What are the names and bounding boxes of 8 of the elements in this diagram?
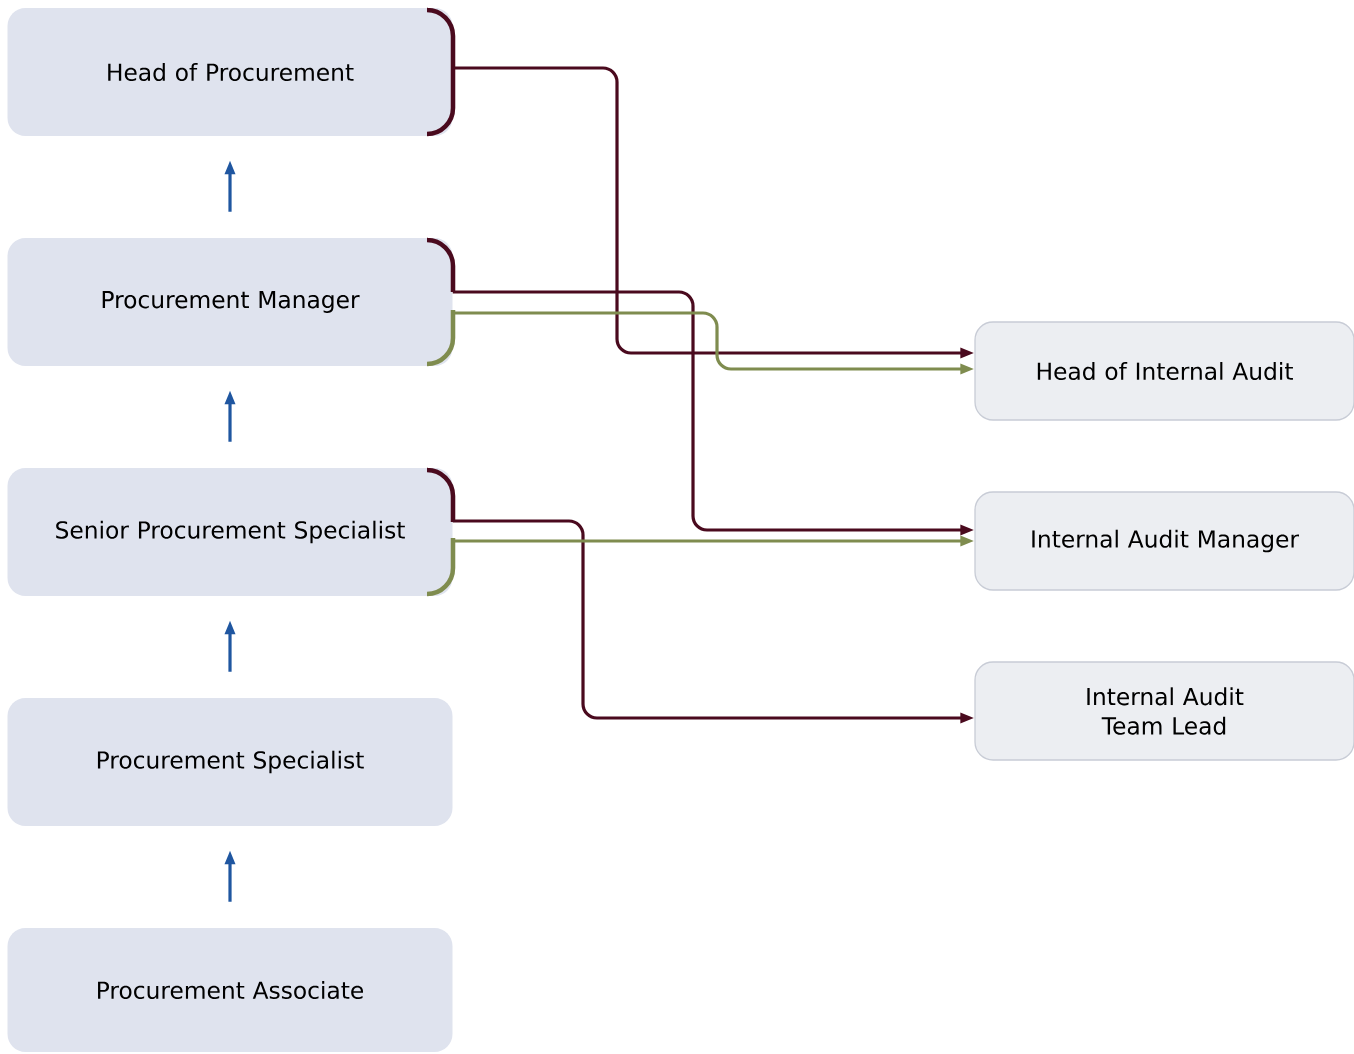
role-box: Procurement Associate (7, 928, 453, 1052)
role-box: Senior Procurement Specialist (7, 468, 453, 596)
role-box: Procurement Specialist (7, 698, 453, 826)
role-box: Internal Audit Team Lead (974, 661, 1354, 761)
role-box: Procurement Manager (7, 238, 453, 366)
role-box: Head of Procurement (7, 8, 453, 136)
role-box: Head of Internal Audit (974, 321, 1354, 421)
role-box: Internal Audit Manager (974, 491, 1354, 591)
